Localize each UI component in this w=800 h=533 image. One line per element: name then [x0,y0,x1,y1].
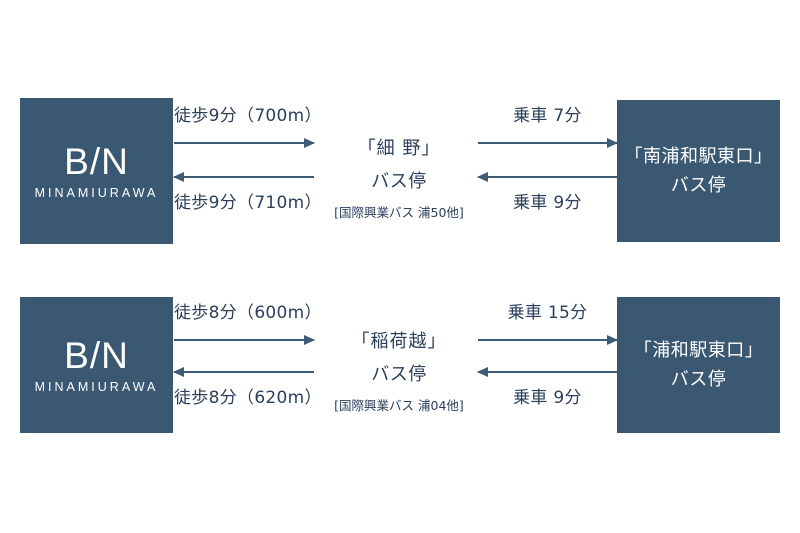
bus-stop-label-2: 「稲荷越」 バス停 [国際興業バス 浦04他] [318,327,480,414]
arrow-right-icon [174,335,315,345]
brand-sub-text: MINAMIURAWA [34,185,159,200]
bus-stop-name-2: 「稲荷越」 [351,331,447,352]
arrow-shaft [174,371,314,373]
arrow-shaft [478,142,617,144]
destination-name-1: 「南浦和駅東口」 [624,145,773,167]
brand-logo: B/N MINAMIURAWA [35,337,159,394]
ride-inbound-2: 乗車 9分 [477,367,617,408]
ride-inbound-label-2: 乗車 9分 [513,388,582,408]
walk-outbound-2: 徒歩8分（600m） [174,303,322,345]
ride-inbound-label-1: 乗車 9分 [513,193,582,213]
walk-outbound-1: 徒歩9分（700m） [174,106,322,148]
destination-name-2: 「浦和駅東口」 [633,339,764,361]
arrow-right-icon [478,138,618,148]
destination-kind-2: バス停 [670,369,727,390]
ride-outbound-label-2: 乗車 15分 [507,303,588,323]
route-row-inarikoshi: B/N MINAMIURAWA 徒歩8分（600m） 徒歩8分（620m） [0,297,800,433]
ride-outbound-label-1: 乗車 7分 [513,106,582,126]
bus-stop-kind-2: バス停 [371,364,427,385]
arrow-left-icon [173,367,314,377]
destination-kind-1: バス停 [670,175,727,196]
brand-logo: B/N MINAMIURAWA [35,143,159,200]
walk-connector-1: 徒歩9分（700m） 徒歩9分（710m） [173,106,322,234]
arrow-right-icon [478,335,618,345]
arrow-head [477,367,488,377]
arrow-shaft [478,371,617,373]
ride-outbound-2: 乗車 15分 [478,303,618,345]
brand-mark-text: B/N [64,334,129,376]
walk-outbound-label-1: 徒歩9分（700m） [174,106,322,126]
arrow-shaft [478,339,617,341]
walk-inbound-1: 徒歩9分（710m） [173,172,322,213]
arrow-head [607,138,618,148]
ride-connector-2: 乗車 15分 乗車 9分 [477,303,618,425]
destination-box-1: 「南浦和駅東口」 バス停 [617,100,780,242]
bus-stop-name-1: 「細 野」 [357,138,441,159]
origin-brand-box-1: B/N MINAMIURAWA [20,98,173,244]
walk-inbound-2: 徒歩8分（620m） [173,367,322,408]
walk-outbound-label-2: 徒歩8分（600m） [174,303,322,323]
bus-stop-kind-1: バス停 [371,171,427,192]
arrow-left-icon [477,367,617,377]
bus-stop-operator-2: [国際興業バス 浦04他] [334,398,464,413]
arrow-head [607,335,618,345]
brand-mark-text: B/N [64,140,129,182]
arrow-head [304,138,315,148]
bus-stop-label-1: 「細 野」 バス停 [国際興業バス 浦50他] [318,134,480,221]
destination-box-2: 「浦和駅東口」 バス停 [617,297,780,433]
arrow-head [477,172,488,182]
walk-inbound-label-1: 徒歩9分（710m） [174,193,322,213]
arrow-left-icon [173,172,314,182]
walk-connector-2: 徒歩8分（600m） 徒歩8分（620m） [173,303,322,425]
ride-outbound-1: 乗車 7分 [478,106,618,148]
arrow-shaft [478,176,617,178]
arrow-shaft [174,339,314,341]
ride-inbound-1: 乗車 9分 [477,172,617,213]
brand-sub-text: MINAMIURAWA [34,379,159,394]
arrow-left-icon [477,172,617,182]
arrow-head [304,335,315,345]
arrow-head [173,367,184,377]
arrow-head [173,172,184,182]
origin-brand-box-2: B/N MINAMIURAWA [20,297,173,433]
route-row-hosono: B/N MINAMIURAWA 徒歩9分（700m） 徒歩9分（710m） [0,98,800,244]
walk-inbound-label-2: 徒歩8分（620m） [174,388,322,408]
arrow-shaft [174,176,314,178]
bus-stop-operator-1: [国際興業バス 浦50他] [334,205,464,220]
ride-connector-1: 乗車 7分 乗車 9分 [477,106,618,234]
arrow-right-icon [174,138,315,148]
arrow-shaft [174,142,314,144]
